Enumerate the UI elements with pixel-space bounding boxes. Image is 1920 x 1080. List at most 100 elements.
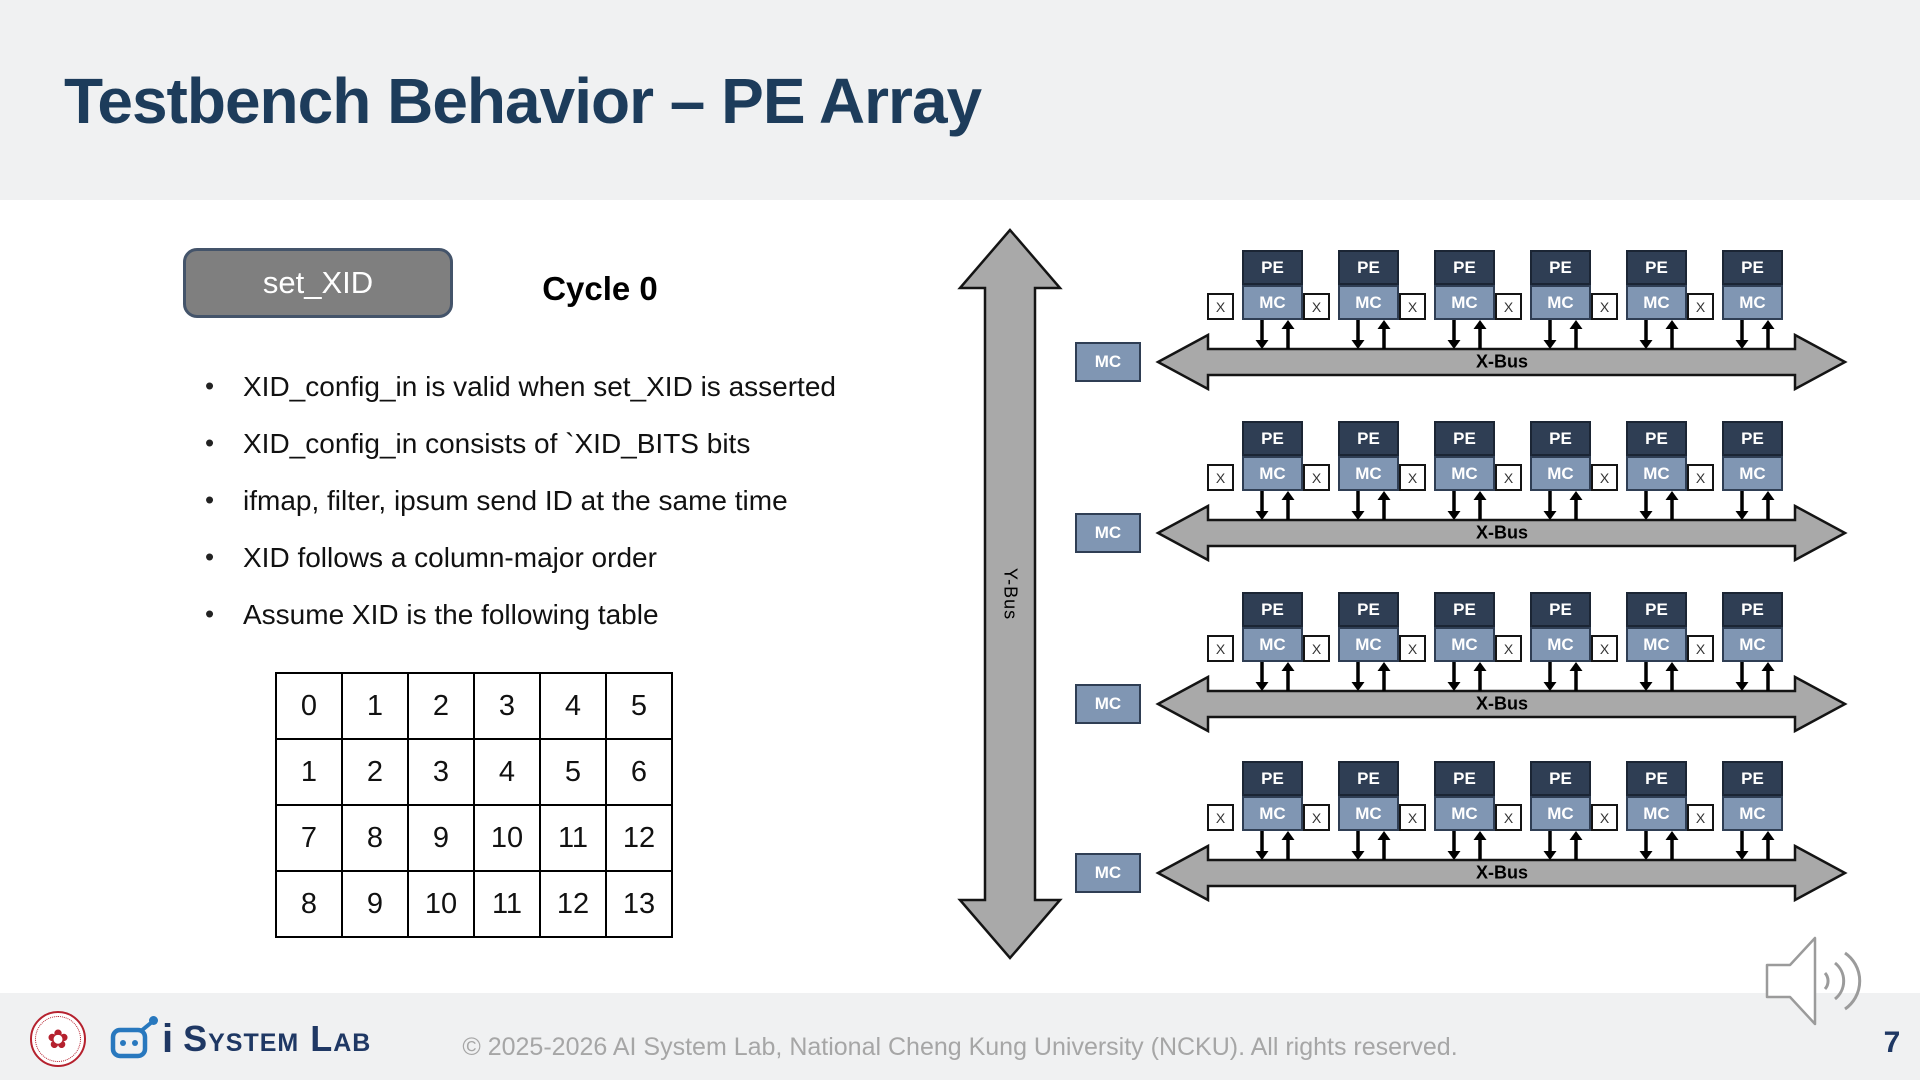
up-arrowhead: [1473, 662, 1487, 671]
bullet-item: XID follows a column-major order: [203, 529, 903, 586]
down-arrowhead: [1351, 511, 1365, 520]
pe-box: PE: [1434, 250, 1495, 285]
xid-cell: 13: [605, 870, 673, 938]
cycle-label: Cycle 0: [542, 270, 658, 307]
pe-box: PE: [1434, 421, 1495, 456]
page-title: Testbench Behavior – PE Array: [64, 65, 982, 137]
up-arrowhead: [1473, 831, 1487, 840]
up-arrowhead: [1665, 831, 1679, 840]
pe-mc-box: MC: [1530, 627, 1591, 662]
pe-mc-box: MC: [1242, 627, 1303, 662]
pe-mc-box: MC: [1722, 627, 1783, 662]
up-arrowhead: [1761, 491, 1775, 500]
xid-cell: 11: [473, 870, 541, 938]
pe-box: PE: [1626, 421, 1687, 456]
pe-box: PE: [1626, 592, 1687, 627]
speaker-icon[interactable]: [1757, 928, 1889, 1036]
pe-box: PE: [1242, 250, 1303, 285]
pe-mc-box: MC: [1338, 796, 1399, 831]
set-xid-label: set_XID: [262, 265, 374, 300]
down-arrowhead: [1639, 682, 1653, 691]
x-bus-arrow: [1155, 332, 1848, 392]
mux-x-box: X: [1303, 635, 1330, 662]
pe-box: PE: [1434, 592, 1495, 627]
y-bus-label: Y-Bus: [1000, 567, 1021, 621]
down-arrowhead: [1639, 851, 1653, 860]
up-arrowhead: [1473, 320, 1487, 329]
seal-flower-icon: ✿: [35, 1016, 81, 1062]
mux-x-box: X: [1303, 804, 1330, 831]
up-arrowhead: [1665, 662, 1679, 671]
down-arrowhead: [1447, 511, 1461, 520]
ai-robot-icon: [110, 1016, 158, 1059]
mux-x-box: X: [1495, 293, 1522, 320]
up-arrowhead: [1761, 662, 1775, 671]
xid-cell: 10: [407, 870, 475, 938]
down-arrowhead: [1447, 851, 1461, 860]
up-arrowhead: [1377, 662, 1391, 671]
mux-x-box: X: [1687, 804, 1714, 831]
pe-box: PE: [1530, 592, 1591, 627]
pe-mc-box: MC: [1338, 456, 1399, 491]
up-arrowhead: [1665, 491, 1679, 500]
x-bus-label: X-Bus: [1475, 862, 1529, 883]
xid-cell: 12: [605, 804, 673, 872]
pe-mc-box: MC: [1434, 456, 1495, 491]
x-bus-arrow: [1155, 843, 1848, 903]
pe-box: PE: [1530, 250, 1591, 285]
mux-x-box: X: [1687, 293, 1714, 320]
xid-cell: 0: [275, 672, 343, 740]
up-arrowhead: [1377, 320, 1391, 329]
pe-box: PE: [1338, 761, 1399, 796]
x-bus-arrow: [1155, 674, 1848, 734]
bullet-item: Assume XID is the following table: [203, 586, 903, 643]
down-arrowhead: [1735, 511, 1749, 520]
pe-box: PE: [1530, 421, 1591, 456]
x-bus-label: X-Bus: [1475, 693, 1529, 714]
mux-x-box: X: [1495, 464, 1522, 491]
mux-x-box: X: [1399, 635, 1426, 662]
pe-box: PE: [1338, 592, 1399, 627]
bullet-item: XID_config_in consists of `XID_BITS bits: [203, 415, 903, 472]
pe-box: PE: [1242, 592, 1303, 627]
pe-box: PE: [1530, 761, 1591, 796]
pe-mc-box: MC: [1434, 796, 1495, 831]
pe-mc-box: MC: [1722, 456, 1783, 491]
up-arrowhead: [1281, 662, 1295, 671]
xid-cell: 9: [341, 870, 409, 938]
mux-x-box: X: [1207, 635, 1234, 662]
mux-x-box: X: [1303, 293, 1330, 320]
x-bus-label: X-Bus: [1475, 522, 1529, 543]
down-arrowhead: [1735, 340, 1749, 349]
xid-cell: 10: [473, 804, 541, 872]
pe-box: PE: [1242, 421, 1303, 456]
pe-box: PE: [1338, 250, 1399, 285]
up-arrowhead: [1281, 320, 1295, 329]
bullet-item: ifmap, filter, ipsum send ID at the same…: [203, 472, 903, 529]
pe-box: PE: [1722, 250, 1783, 285]
pe-mc-box: MC: [1626, 456, 1687, 491]
down-arrowhead: [1255, 340, 1269, 349]
down-arrowhead: [1255, 511, 1269, 520]
mux-x-box: X: [1495, 804, 1522, 831]
pe-box: PE: [1338, 421, 1399, 456]
xid-cell: 5: [539, 738, 607, 806]
down-arrowhead: [1639, 340, 1653, 349]
pe-mc-box: MC: [1434, 627, 1495, 662]
xid-cell: 8: [341, 804, 409, 872]
pe-mc-box: MC: [1722, 796, 1783, 831]
row-mc-box: MC: [1075, 853, 1141, 893]
pe-box: PE: [1722, 761, 1783, 796]
down-arrowhead: [1543, 340, 1557, 349]
pe-mc-box: MC: [1434, 285, 1495, 320]
pe-box: PE: [1722, 421, 1783, 456]
down-arrowhead: [1255, 682, 1269, 691]
xid-cell: 1: [275, 738, 343, 806]
xid-cell: 1: [341, 672, 409, 740]
copyright-text: © 2025-2026 AI System Lab, National Chen…: [462, 1033, 1458, 1061]
xid-cell: 5: [605, 672, 673, 740]
